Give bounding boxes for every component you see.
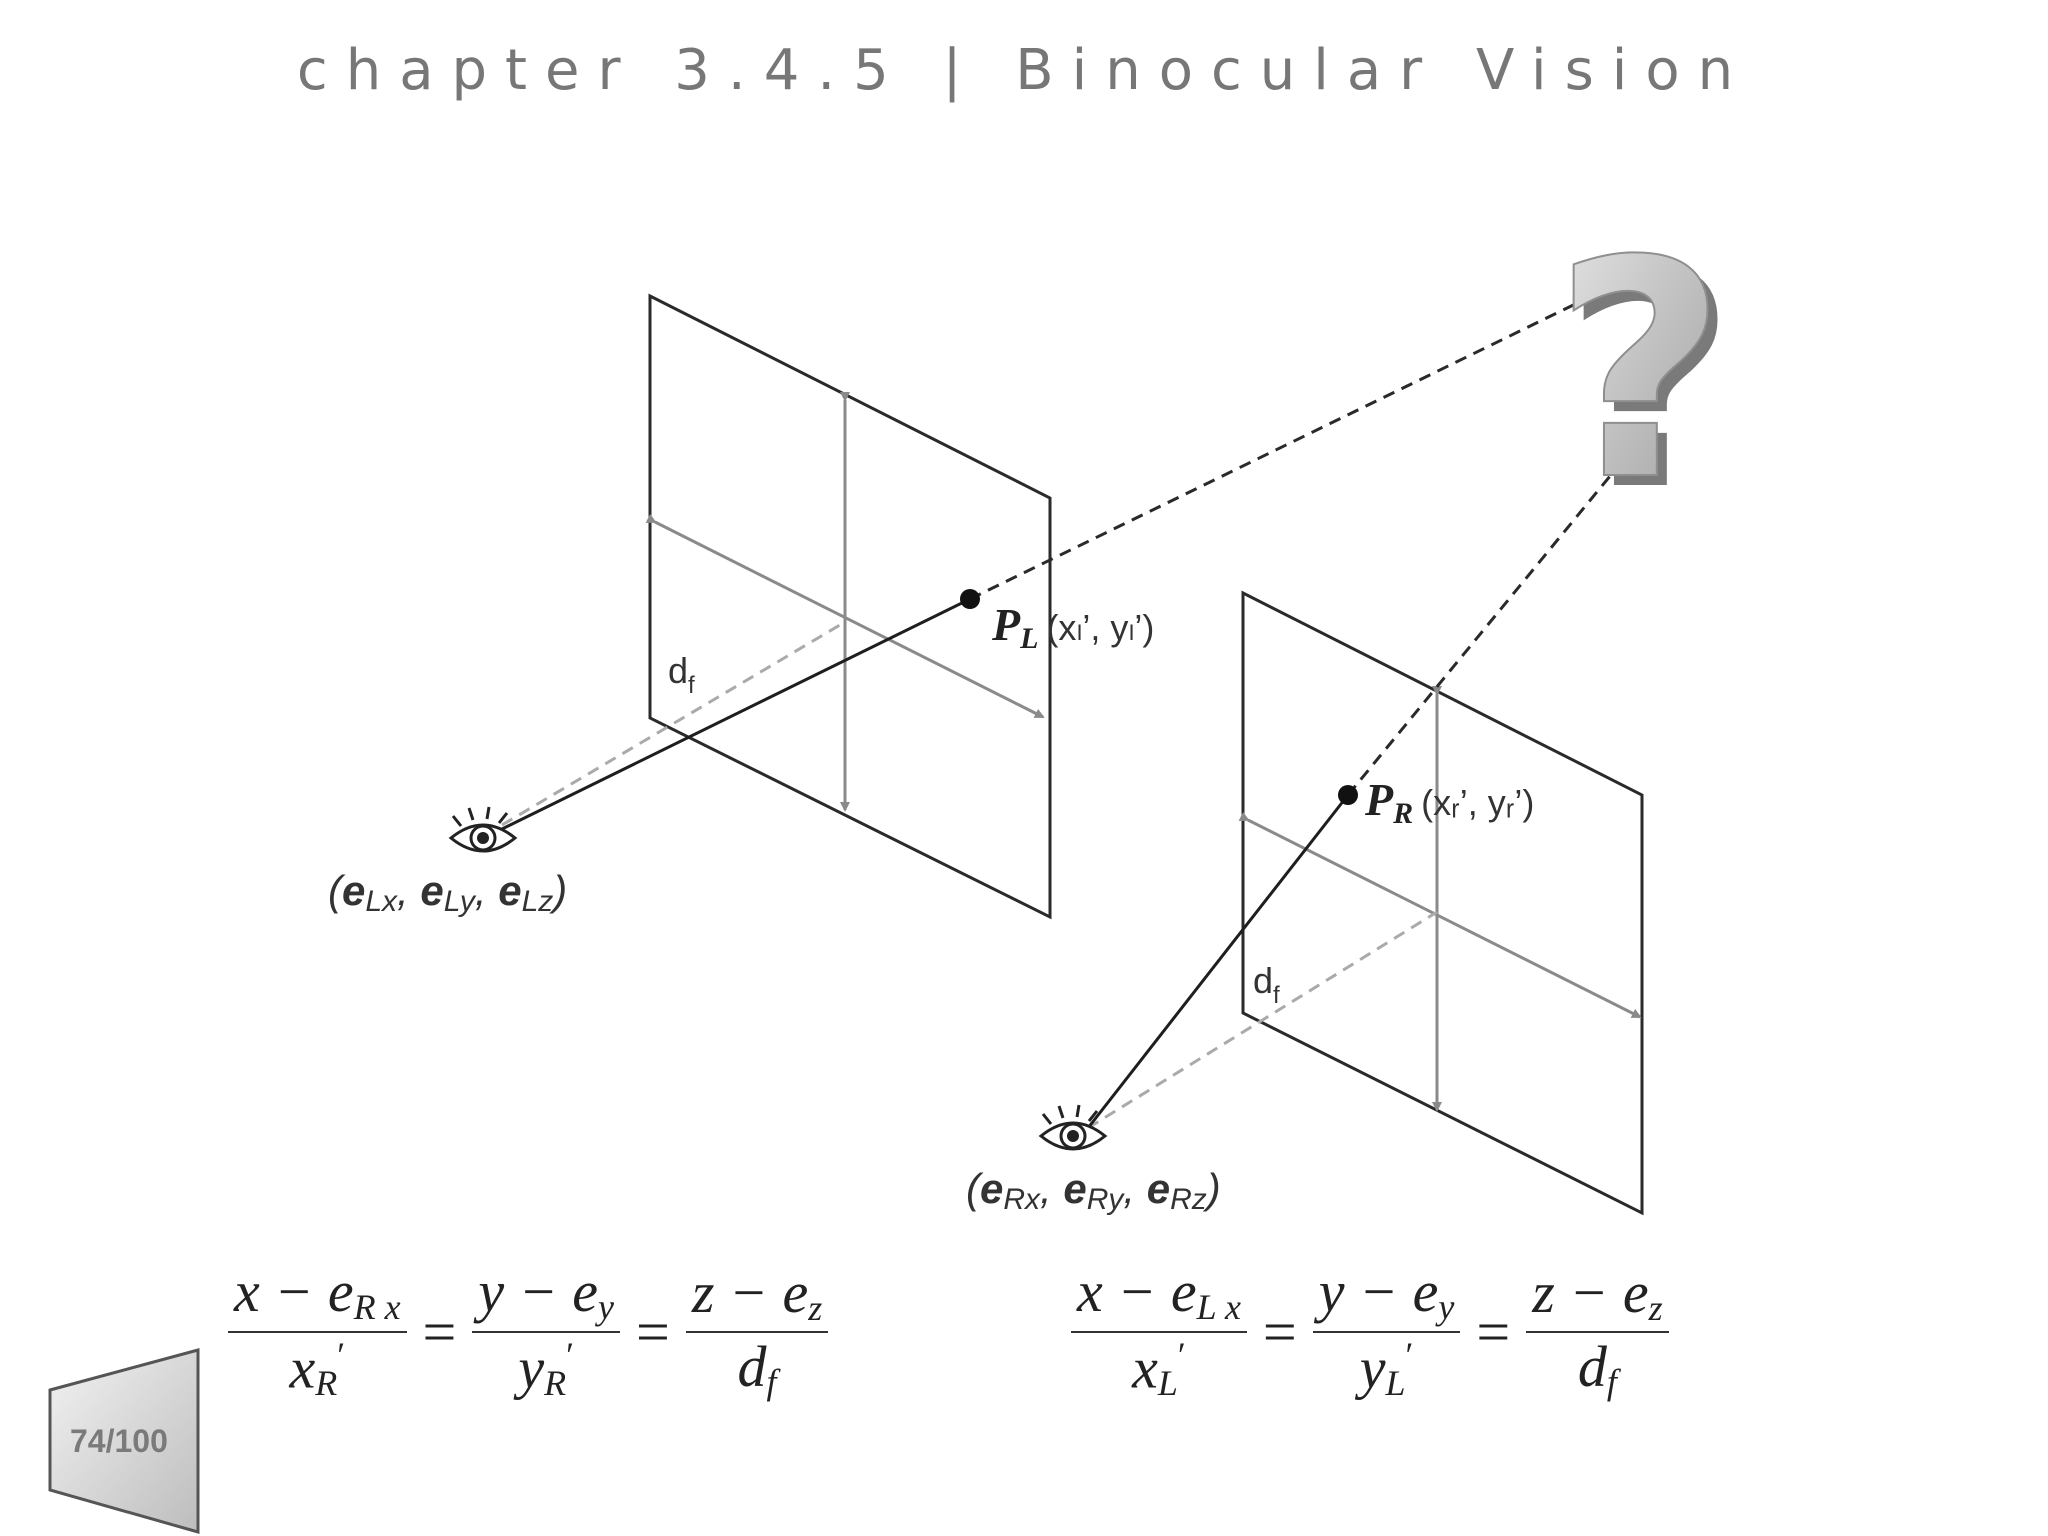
svg-text:?: ? xyxy=(1563,207,1737,556)
page-number: 74/100 xyxy=(70,1423,168,1459)
right-extended-ray xyxy=(1346,469,1617,796)
eq-left-fraction-y: y − ey yL′ xyxy=(1312,1261,1461,1403)
left-projected-point xyxy=(960,589,980,609)
right-eye-projection-equation: x − eR x xR′ = y − ey yR′ = z − ez df xyxy=(222,1261,834,1403)
left-plane-frame xyxy=(648,293,1052,920)
right-point-label: PR(xᵣ’, yᵣ’) xyxy=(1364,774,1534,830)
right-plane-horizontal-axis xyxy=(1238,811,1642,1019)
eq-right-fraction-y: y − ey yR′ xyxy=(472,1261,620,1403)
right-focal-distance-label: df xyxy=(1253,960,1280,1009)
right-projected-point xyxy=(1338,785,1358,805)
left-eye-icon xyxy=(448,806,518,853)
eq-right-fraction-z: z − ez df xyxy=(685,1262,829,1402)
eq-left-fraction-x: x − eL x xL′ xyxy=(1071,1261,1247,1403)
left-sight-ray xyxy=(501,597,971,831)
right-sight-ray xyxy=(1086,794,1350,1129)
left-plane-horizontal-axis xyxy=(645,513,1045,719)
left-eye-coordinates: (eLx, eLy, eLz) xyxy=(328,867,567,918)
question-mark-icon: ? ? xyxy=(1552,196,1737,556)
left-focal-distance-label: df xyxy=(668,650,695,699)
left-image-plane xyxy=(645,293,1052,920)
slide-title: chapter 3.4.5 | Binocular Vision xyxy=(296,38,1752,103)
left-eye-projection-equation: x − eL x xL′ = y − ey yL′ = z − ez df xyxy=(1065,1261,1675,1403)
right-plane-frame xyxy=(1241,590,1644,1216)
page-badge-shape xyxy=(48,1348,200,1534)
left-principal-ray xyxy=(501,620,846,827)
left-extended-ray xyxy=(969,290,1601,601)
right-eye-coordinates: (eRx, eRy, eRz) xyxy=(966,1165,1221,1216)
right-principal-ray xyxy=(1087,910,1438,1130)
svg-text:?: ? xyxy=(1553,197,1727,546)
left-point-label: PL(xₗ’, yₗ’) xyxy=(991,599,1154,655)
right-image-plane xyxy=(1238,590,1644,1216)
eq-left-fraction-z: z − ez df xyxy=(1526,1262,1669,1402)
right-eye-icon xyxy=(1038,1104,1108,1151)
eq-right-fraction-x: x − eR x xR′ xyxy=(228,1261,407,1403)
